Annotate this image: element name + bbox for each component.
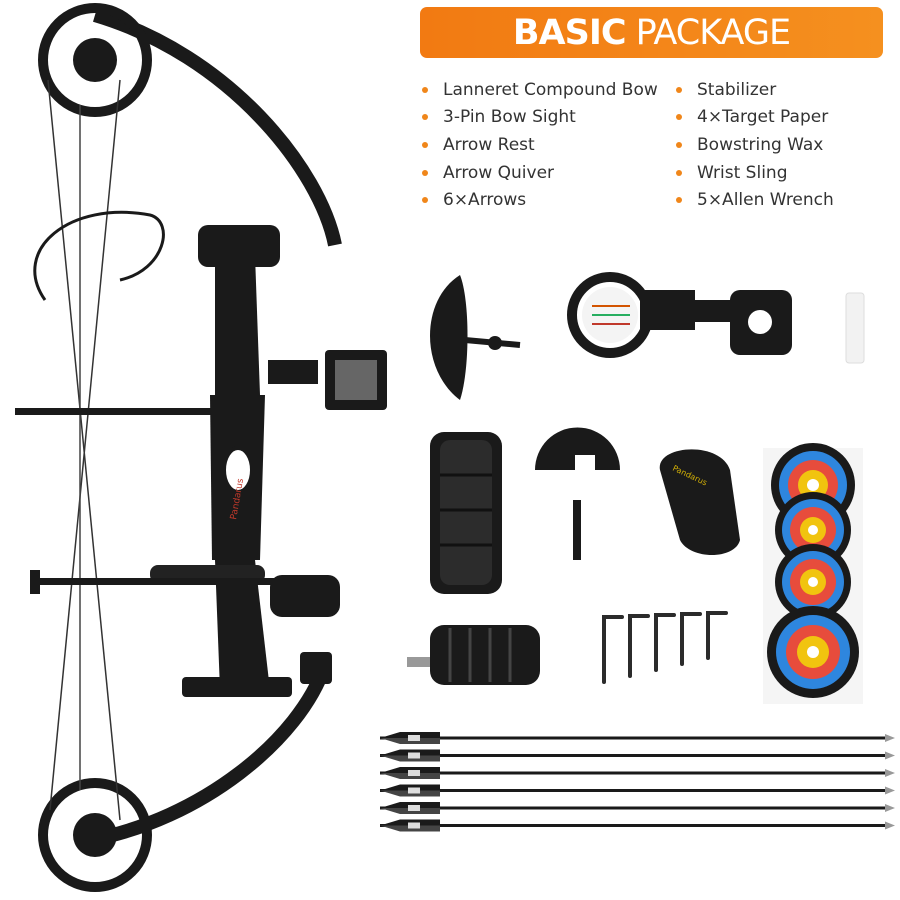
arrows-image (380, 732, 895, 832)
bullet-icon (676, 197, 682, 204)
arrow-rest-image (430, 275, 521, 400)
bullet-icon (422, 86, 428, 93)
list-item: Wrist Sling (676, 159, 834, 187)
allen-wrench (680, 612, 702, 666)
brush-rest-image (534, 427, 620, 560)
list-item: 6×Arrows (422, 186, 658, 214)
bullet-icon (422, 114, 428, 121)
bullet-icon (676, 169, 682, 176)
package-list-right: Stabilizer 4×Target Paper Bowstring Wax … (676, 76, 834, 214)
wrist-sling-image: Pandarus (659, 449, 740, 555)
bullet-icon (422, 197, 428, 204)
allen-wrench (628, 614, 650, 678)
allen-wrench (706, 611, 728, 660)
package-list-left: Lanneret Compound Bow 3-Pin Bow Sight Ar… (422, 76, 658, 214)
list-item-label: Wrist Sling (697, 162, 788, 183)
list-item: Lanneret Compound Bow (422, 76, 658, 104)
arrow-quiver-image (430, 432, 502, 594)
arrow (380, 767, 895, 779)
allen-wrench-image (602, 611, 728, 684)
list-item-label: Bowstring Wax (697, 134, 824, 155)
list-item-label: Arrow Quiver (443, 162, 555, 183)
compound-bow-image: Pandarus (15, 3, 387, 892)
list-item-label: Lanneret Compound Bow (443, 79, 658, 100)
list-item-label: Stabilizer (697, 79, 777, 100)
list-item-label: 4×Target Paper (697, 107, 829, 128)
bowstring-wax-image (845, 292, 865, 364)
bullet-icon (676, 114, 682, 121)
bullet-icon (422, 169, 428, 176)
banner-bold-text: BASIC (512, 12, 627, 53)
stabilizer-image (407, 625, 540, 685)
arrow (380, 749, 895, 762)
package-banner: BASIC PACKAGE (420, 7, 883, 58)
allen-wrench (654, 613, 676, 672)
bullet-icon (676, 86, 682, 93)
list-item: Arrow Rest (422, 131, 658, 159)
arrow (380, 784, 895, 797)
list-item-label: 5×Allen Wrench (697, 190, 834, 211)
list-item-label: 6×Arrows (443, 190, 527, 211)
arrow (380, 732, 895, 744)
list-item: Arrow Quiver (422, 159, 658, 187)
target-paper-image (763, 443, 863, 704)
banner-regular-text: PACKAGE (635, 12, 792, 53)
list-item-label: Arrow Rest (443, 134, 535, 155)
arrow (380, 802, 895, 814)
bullet-icon (676, 141, 682, 148)
bow-sight-image (567, 272, 792, 358)
allen-wrench (602, 615, 624, 684)
list-item-label: 3-Pin Bow Sight (443, 107, 576, 128)
list-item: 3-Pin Bow Sight (422, 104, 658, 132)
list-item: Stabilizer (676, 76, 834, 104)
list-item: 4×Target Paper (676, 104, 834, 132)
bullet-icon (422, 141, 428, 148)
arrow (380, 819, 895, 832)
list-item: Bowstring Wax (676, 131, 834, 159)
list-item: 5×Allen Wrench (676, 186, 834, 214)
